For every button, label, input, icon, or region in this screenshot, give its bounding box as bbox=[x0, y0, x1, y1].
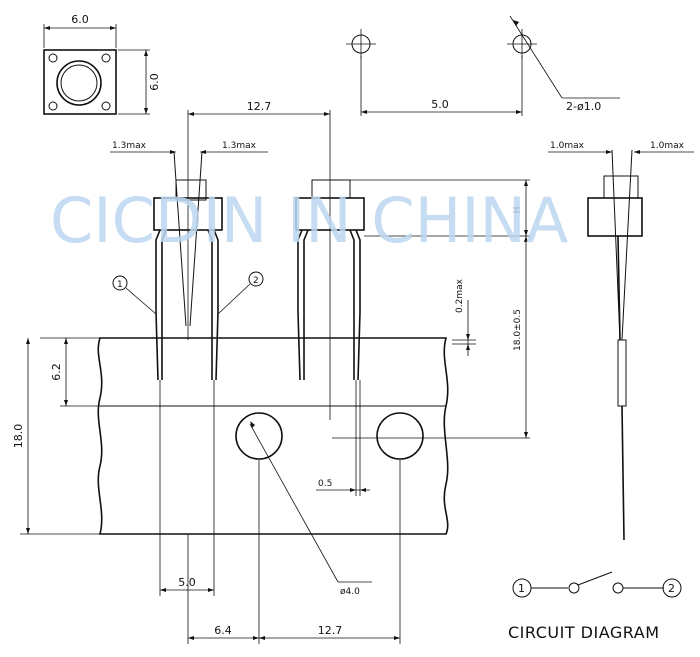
front-view: 12.7 1.3max 1.3max 1 2 bbox=[110, 100, 530, 439]
pin2-marker bbox=[248, 271, 264, 287]
pin1-marker bbox=[112, 275, 128, 291]
top-view-pin-hole bbox=[48, 101, 58, 111]
hole-pitch-label: 12.7 bbox=[318, 624, 343, 637]
h-label: H bbox=[513, 207, 523, 214]
pitch-top-label: 6.2 bbox=[50, 363, 63, 381]
pcb-layout: 5.0 2-ø1.0 bbox=[346, 15, 620, 116]
pin-spacing-label: 12.7 bbox=[247, 100, 272, 113]
top-view-actuator-inner bbox=[60, 64, 98, 102]
tape-hole bbox=[376, 412, 424, 460]
side-right-tolerance-label: 1.0max bbox=[650, 141, 685, 151]
top-view: 6.0 6.0 bbox=[43, 13, 161, 115]
circuit-pin2 bbox=[662, 578, 682, 598]
watermark: CICDIN IN CHINA bbox=[50, 184, 568, 257]
left-tolerance-label: 1.3max bbox=[112, 141, 147, 151]
side-view: 1.0max 1.0max bbox=[548, 141, 694, 541]
tape-strip: 6.2 18.0 5.0 0.5 ø4.0 6.4 bbox=[12, 337, 449, 644]
top-height-label: 6.0 bbox=[148, 73, 161, 91]
tape-outline bbox=[97, 337, 449, 535]
circuit-pin2-label: 2 bbox=[668, 582, 675, 595]
pcb-holes-label: 2-ø1.0 bbox=[566, 100, 601, 113]
pin2-label: 2 bbox=[253, 276, 259, 286]
top-view-actuator bbox=[56, 60, 102, 106]
top-view-pin-hole bbox=[101, 53, 111, 63]
tape-hole bbox=[235, 412, 283, 460]
total-height-label: 18.0 bbox=[12, 424, 25, 449]
circuit-title: CIRCUIT DIAGRAM bbox=[508, 623, 660, 642]
top-width-label: 6.0 bbox=[71, 13, 89, 26]
pcb-spacing-label: 5.0 bbox=[431, 98, 449, 111]
top-view-pin-hole bbox=[101, 101, 111, 111]
gap-label: 0.2max bbox=[455, 278, 465, 313]
top-view-body bbox=[43, 49, 117, 115]
side-left-tolerance-label: 1.0max bbox=[550, 141, 585, 151]
height-label: 18.0±0.5 bbox=[513, 309, 523, 351]
top-view-pin-hole bbox=[48, 53, 58, 63]
lead-pitch-label: 5.0 bbox=[178, 576, 196, 589]
circuit-diagram: 1 2 CIRCUIT DIAGRAM bbox=[508, 571, 682, 642]
hole-offset-label: 6.4 bbox=[214, 624, 232, 637]
side-body bbox=[587, 197, 643, 237]
circuit-pin1-label: 1 bbox=[518, 582, 525, 595]
pin1-label: 1 bbox=[117, 280, 123, 290]
offset-label: 0.5 bbox=[318, 479, 332, 489]
hole-diameter-label: ø4.0 bbox=[340, 587, 360, 597]
right-tolerance-label: 1.3max bbox=[222, 141, 257, 151]
